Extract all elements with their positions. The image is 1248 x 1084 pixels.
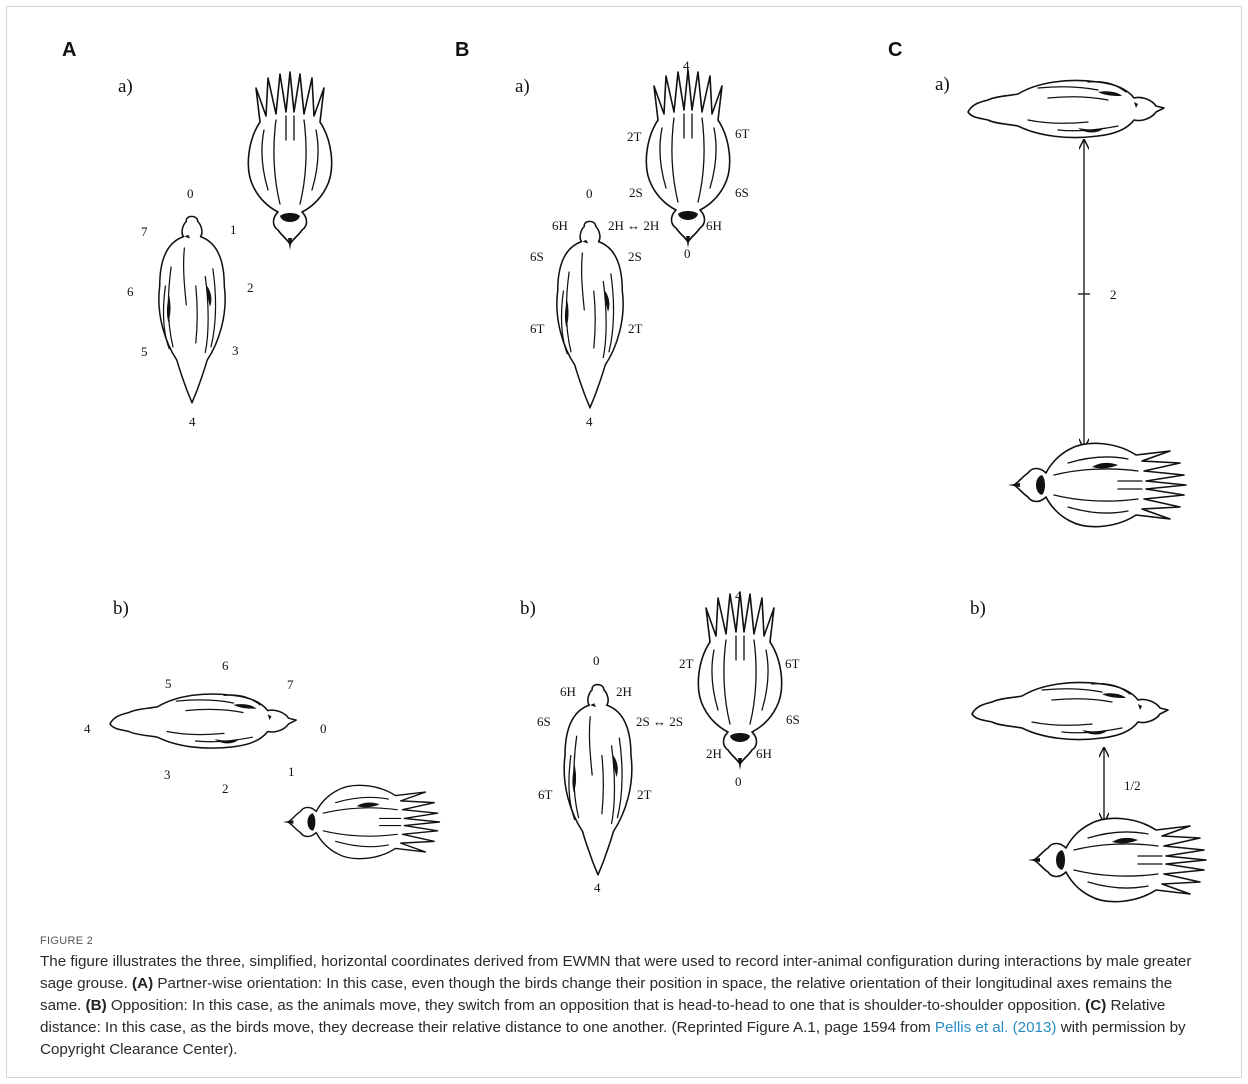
svg-text:6T: 6T bbox=[530, 321, 545, 336]
svg-text:3: 3 bbox=[164, 767, 171, 782]
caption-text-b: Opposition: In this case, as the animals… bbox=[111, 997, 1081, 1014]
svg-text:0: 0 bbox=[684, 246, 691, 261]
caption-text: The figure illustrates the three, simpli… bbox=[40, 951, 1210, 1061]
svg-text:4: 4 bbox=[594, 880, 601, 895]
svg-text:2T: 2T bbox=[679, 656, 694, 671]
svg-text:0: 0 bbox=[320, 721, 327, 736]
bird-a-a-fan bbox=[248, 72, 331, 250]
svg-text:5: 5 bbox=[141, 344, 148, 359]
svg-text:4: 4 bbox=[84, 721, 91, 736]
svg-text:2T: 2T bbox=[627, 129, 642, 144]
svg-text:4: 4 bbox=[586, 414, 593, 429]
bird-b-a-main bbox=[557, 221, 623, 407]
svg-text:3: 3 bbox=[232, 343, 239, 358]
svg-text:2S ↔ 2S: 2S ↔ 2S bbox=[636, 714, 683, 729]
svg-text:2T: 2T bbox=[628, 321, 643, 336]
distance-label-c-b: 1/2 bbox=[1124, 778, 1141, 793]
svg-text:6: 6 bbox=[127, 284, 134, 299]
panel-label-c: C bbox=[888, 39, 902, 61]
svg-text:2H ↔ 2H: 2H ↔ 2H bbox=[608, 218, 659, 233]
caption-tag-c: (C) bbox=[1085, 997, 1106, 1014]
svg-text:2S: 2S bbox=[629, 185, 643, 200]
distance-arrow-c-a bbox=[1078, 140, 1090, 448]
svg-text:2H: 2H bbox=[706, 746, 722, 761]
svg-text:6H: 6H bbox=[756, 746, 772, 761]
svg-text:6S: 6S bbox=[530, 249, 544, 264]
subpanel-b-b-label: b) bbox=[520, 598, 536, 619]
subpanel-b-a-label: a) bbox=[515, 76, 530, 97]
bird-b-b-fan bbox=[698, 592, 781, 770]
bird-a-b-fan bbox=[283, 785, 440, 858]
svg-text:6T: 6T bbox=[735, 126, 750, 141]
svg-text:6H: 6H bbox=[552, 218, 568, 233]
svg-text:6: 6 bbox=[222, 658, 229, 673]
svg-text:2T: 2T bbox=[637, 787, 652, 802]
bird-c-a-top bbox=[968, 81, 1164, 138]
bird-b-b-main bbox=[564, 685, 632, 875]
svg-text:1: 1 bbox=[230, 222, 237, 237]
svg-text:6S: 6S bbox=[537, 714, 551, 729]
distance-label-c-a: 2 bbox=[1110, 287, 1117, 302]
caption-tag-a: (A) bbox=[132, 975, 153, 992]
figure-illustration: A B C a) 0 1 2 3 4 5 6 7 b) 0 1 2 3 4 5 … bbox=[0, 0, 1248, 930]
svg-text:6T: 6T bbox=[538, 787, 553, 802]
bird-c-b-bottom bbox=[1028, 818, 1206, 901]
figure-number: FIGURE 2 bbox=[40, 935, 1210, 947]
svg-text:0: 0 bbox=[735, 774, 742, 789]
bird-c-a-bottom bbox=[1008, 443, 1186, 526]
bird-a-a-main bbox=[159, 216, 225, 402]
svg-text:0: 0 bbox=[593, 653, 600, 668]
svg-text:6S: 6S bbox=[735, 185, 749, 200]
svg-text:2: 2 bbox=[247, 280, 254, 295]
panel-label-a: A bbox=[62, 39, 76, 61]
svg-text:6T: 6T bbox=[785, 656, 800, 671]
svg-text:6H: 6H bbox=[560, 684, 576, 699]
panel-label-b: B bbox=[455, 39, 469, 61]
svg-text:6S: 6S bbox=[786, 712, 800, 727]
svg-text:2S: 2S bbox=[628, 249, 642, 264]
svg-text:4: 4 bbox=[683, 58, 690, 73]
svg-text:0: 0 bbox=[187, 186, 194, 201]
svg-text:7: 7 bbox=[141, 224, 148, 239]
svg-text:5: 5 bbox=[165, 676, 172, 691]
svg-text:4: 4 bbox=[735, 588, 742, 603]
caption-tag-b: (B) bbox=[86, 997, 107, 1014]
subpanel-c-a-label: a) bbox=[935, 74, 950, 95]
svg-text:1: 1 bbox=[288, 764, 295, 779]
svg-text:4: 4 bbox=[189, 414, 196, 429]
subpanel-c-b-label: b) bbox=[970, 598, 986, 619]
subpanel-b-label: b) bbox=[113, 598, 129, 619]
svg-text:0: 0 bbox=[586, 186, 593, 201]
bird-a-b-main bbox=[110, 694, 296, 748]
svg-text:2H: 2H bbox=[616, 684, 632, 699]
subpanel-a-label: a) bbox=[118, 76, 133, 97]
figure-caption: FIGURE 2 The figure illustrates the thre… bbox=[40, 935, 1210, 1061]
svg-text:6H: 6H bbox=[706, 218, 722, 233]
svg-text:7: 7 bbox=[287, 677, 294, 692]
svg-text:2: 2 bbox=[222, 781, 229, 796]
bird-c-b-top bbox=[972, 683, 1168, 740]
reference-link[interactable]: Pellis et al. (2013) bbox=[935, 1019, 1057, 1036]
